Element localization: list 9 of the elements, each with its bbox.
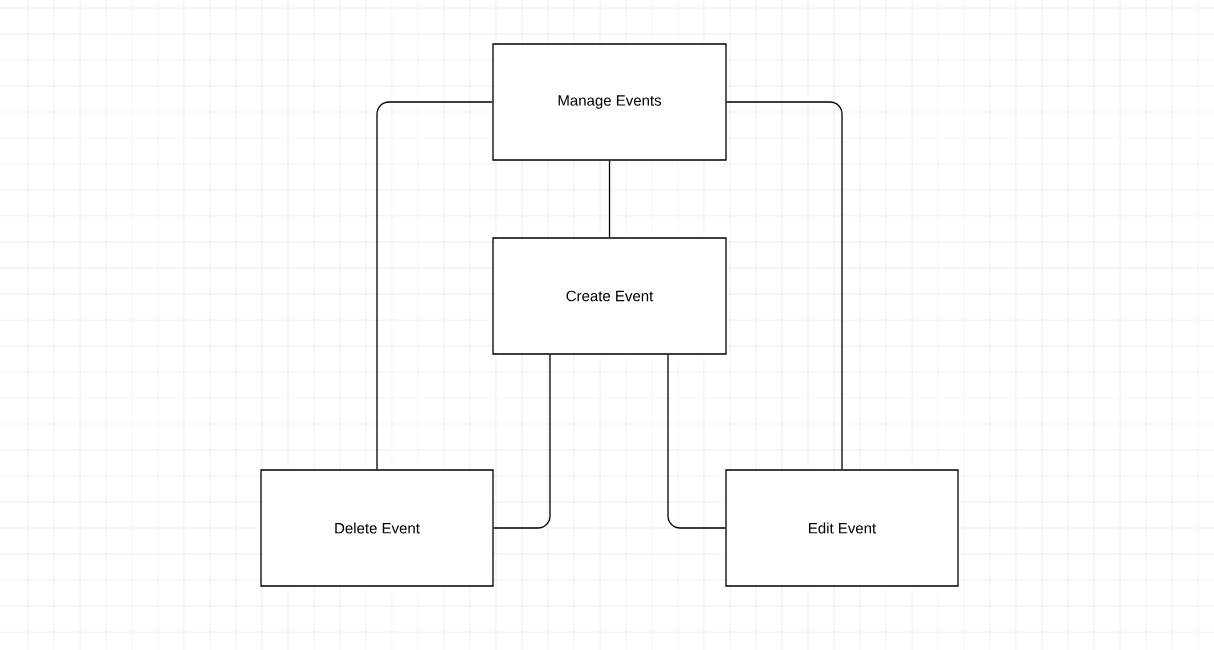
connector-line (726, 101, 843, 470)
process-box: Delete Event (260, 469, 494, 587)
process-box: Manage Events (492, 43, 727, 161)
connector-line (493, 354, 551, 529)
connector-line (667, 354, 726, 529)
process-box: Edit Event (725, 469, 959, 587)
connector-line (608, 160, 611, 238)
process-box: Create Event (492, 237, 727, 355)
connector-line (376, 101, 493, 470)
